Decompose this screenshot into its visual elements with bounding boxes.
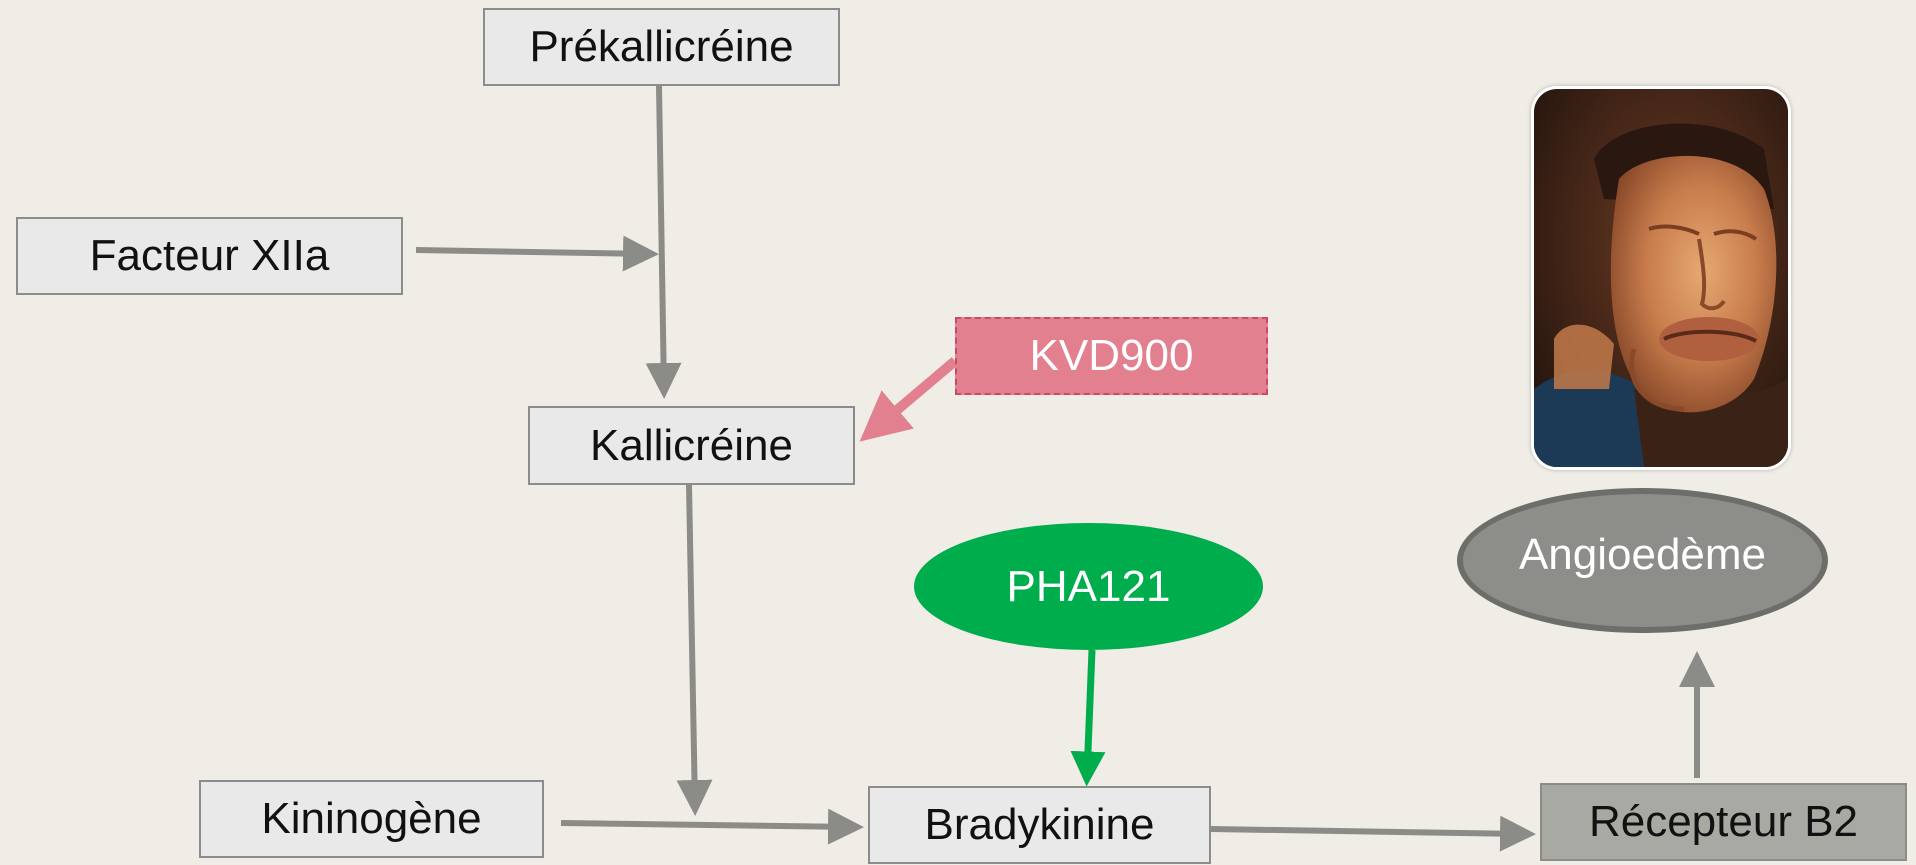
arrow-bradykinin-to-b2-receptor [1210,815,1536,852]
node-prekallikrein-label: Prékallicréine [529,22,794,71]
node-angioedema: Angioedème [1457,488,1828,633]
node-kallikrein: Kallicréine [528,406,855,485]
node-prekallikrein: Prékallicréine [483,8,840,86]
arrow-kallikrein-to-kininogen-cleavage [676,484,713,816]
node-bradykinin-label: Bradykinine [924,800,1155,849]
node-kininogen: Kininogène [199,780,544,858]
node-b2-receptor: Récepteur B2 [1540,783,1907,861]
painting-illustration [1534,89,1788,467]
arrow-kvd900-inhibits-kallikrein [859,357,959,442]
node-factor-xiia: Facteur XIIa [16,217,403,295]
arrow-factor-xiia-to-pathway [415,235,659,272]
arrow-kininogen-to-bradykinin [560,808,864,845]
node-kvd900-label: KVD900 [1029,331,1194,380]
arrow-pha121-blocks-bradykinin [1070,649,1106,787]
arrow-prekallikrein-to-kallikrein [645,85,682,399]
node-factor-xiia-label: Facteur XIIa [89,231,330,280]
node-b2-receptor-label: Récepteur B2 [1588,797,1859,846]
node-kvd900-inhibitor: KVD900 [955,317,1268,395]
node-kallikrein-label: Kallicréine [590,420,793,470]
node-kininogen-label: Kininogène [261,794,482,843]
node-pha121-antagonist: PHA121 [914,523,1263,650]
angioedema-patient-painting [1531,86,1791,470]
node-pha121-label: PHA121 [1006,561,1171,611]
node-angioedema-label: Angioedème [1518,529,1767,579]
node-bradykinin: Bradykinine [868,786,1211,864]
